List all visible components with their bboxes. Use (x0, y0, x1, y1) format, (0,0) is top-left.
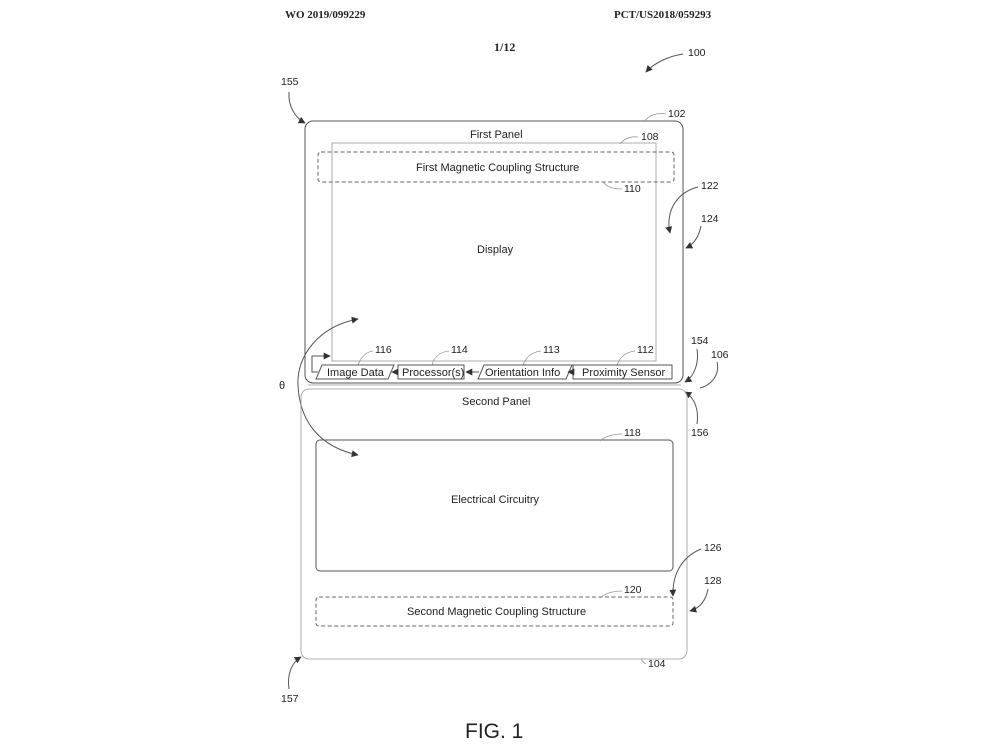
ref-122-arrow (665, 186, 699, 234)
electrical-circuitry-box (315, 439, 674, 572)
orientation-info-label: Orientation Info (485, 367, 560, 379)
orientation-info-box (477, 364, 573, 380)
image-data-box (315, 364, 395, 380)
ref-155-arrow (288, 91, 306, 124)
ref-118: 118 (624, 427, 641, 439)
ref-128-arrow (689, 588, 709, 613)
ref-112-leader (616, 350, 636, 366)
ref-154-arrow (684, 348, 698, 383)
ref-124-arrow (685, 225, 702, 249)
first-panel-label: First Panel (470, 129, 523, 141)
second-magnetic-label: Second Magnetic Coupling Structure (407, 606, 586, 618)
ref-108-leader (619, 136, 639, 145)
ref-114-leader (431, 350, 450, 366)
ref-104-leader (641, 657, 647, 665)
ref-157-arrow (288, 656, 302, 690)
ref-157: 157 (281, 693, 299, 705)
ref-102-leader (643, 113, 667, 123)
ref-102: 102 (668, 108, 686, 120)
ref-156-arrow (684, 391, 698, 425)
ref-154: 154 (691, 335, 709, 347)
ref-104: 104 (648, 658, 666, 670)
second-panel-label: Second Panel (462, 396, 531, 408)
ref-114: 114 (451, 344, 468, 356)
ref-106-leader (699, 361, 719, 389)
ref-112: 112 (637, 344, 654, 356)
ref-126: 126 (704, 542, 722, 554)
ref-100-arrow (645, 53, 684, 73)
figure-caption: FIG. 1 (465, 720, 523, 743)
ref-113-leader (522, 350, 542, 366)
display-area (331, 142, 657, 362)
publication-number: WO 2019/099229 (285, 9, 366, 21)
ref-110: 110 (624, 183, 641, 195)
image-data-label: Image Data (327, 367, 385, 379)
ref-156: 156 (691, 427, 709, 439)
first-magnetic-label: First Magnetic Coupling Structure (416, 162, 579, 174)
ref-124: 124 (701, 213, 719, 225)
ref-106: 106 (711, 349, 729, 361)
ref-100: 100 (688, 47, 706, 59)
ref-116: 116 (375, 344, 392, 356)
ref-118-leader (599, 433, 623, 442)
processors-label: Processor(s) (402, 367, 464, 379)
angle-arc (297, 316, 359, 458)
ref-126-arrow (669, 548, 702, 597)
ref-116-leader (357, 350, 374, 366)
first-panel (304, 120, 684, 384)
angle-symbol: θ (279, 380, 285, 392)
first-magnetic-coupling-structure (317, 151, 675, 183)
ref-108: 108 (641, 131, 659, 143)
ref-120: 120 (624, 584, 642, 596)
second-panel (300, 388, 688, 660)
ref-122: 122 (701, 180, 719, 192)
proximity-sensor-label: Proximity Sensor (582, 367, 665, 379)
ref-120-leader (599, 590, 623, 599)
second-magnetic-coupling-structure (315, 596, 674, 627)
ref-110-leader (602, 181, 623, 190)
display-label: Display (477, 244, 514, 256)
ref-155: 155 (281, 76, 299, 88)
sheet-number: 1/12 (494, 40, 515, 54)
electrical-circuitry-label: Electrical Circuitry (451, 494, 540, 506)
image-data-to-display-arrow (311, 352, 331, 373)
ref-128: 128 (704, 575, 722, 587)
application-number: PCT/US2018/059293 (614, 9, 712, 21)
ref-113: 113 (543, 344, 560, 356)
